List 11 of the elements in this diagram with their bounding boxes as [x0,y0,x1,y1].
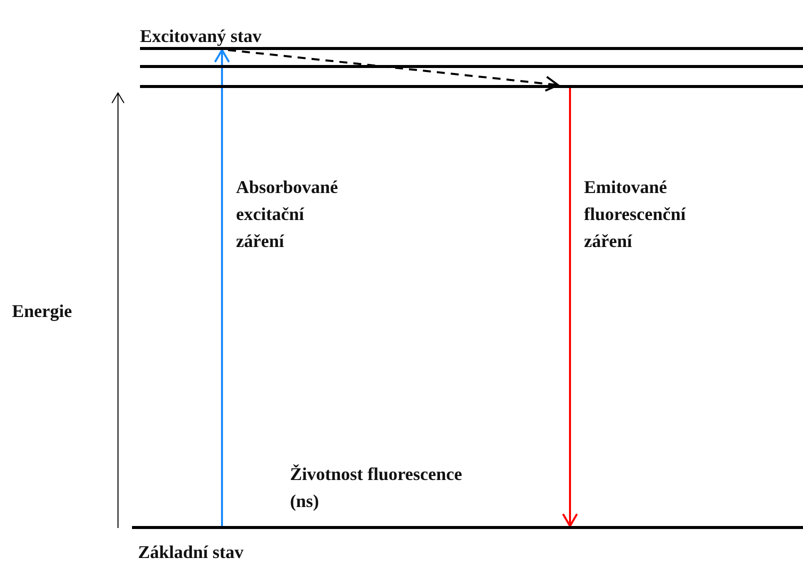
level-heading: Základní stav [138,541,245,563]
edge-label: Absorbované excitační záření [236,176,340,253]
axis-label: Energie [12,300,73,323]
energy-level-line [140,85,803,88]
annotation-label: Životnost fluorescence (ns) [290,463,464,513]
energy-level-line [140,65,803,68]
edge-label: Emitované fluorescenční záření [584,176,687,253]
arrow [214,49,230,526]
level-heading: Excitovaný stav [140,25,262,47]
arrow [562,88,578,527]
arrow [228,49,559,92]
